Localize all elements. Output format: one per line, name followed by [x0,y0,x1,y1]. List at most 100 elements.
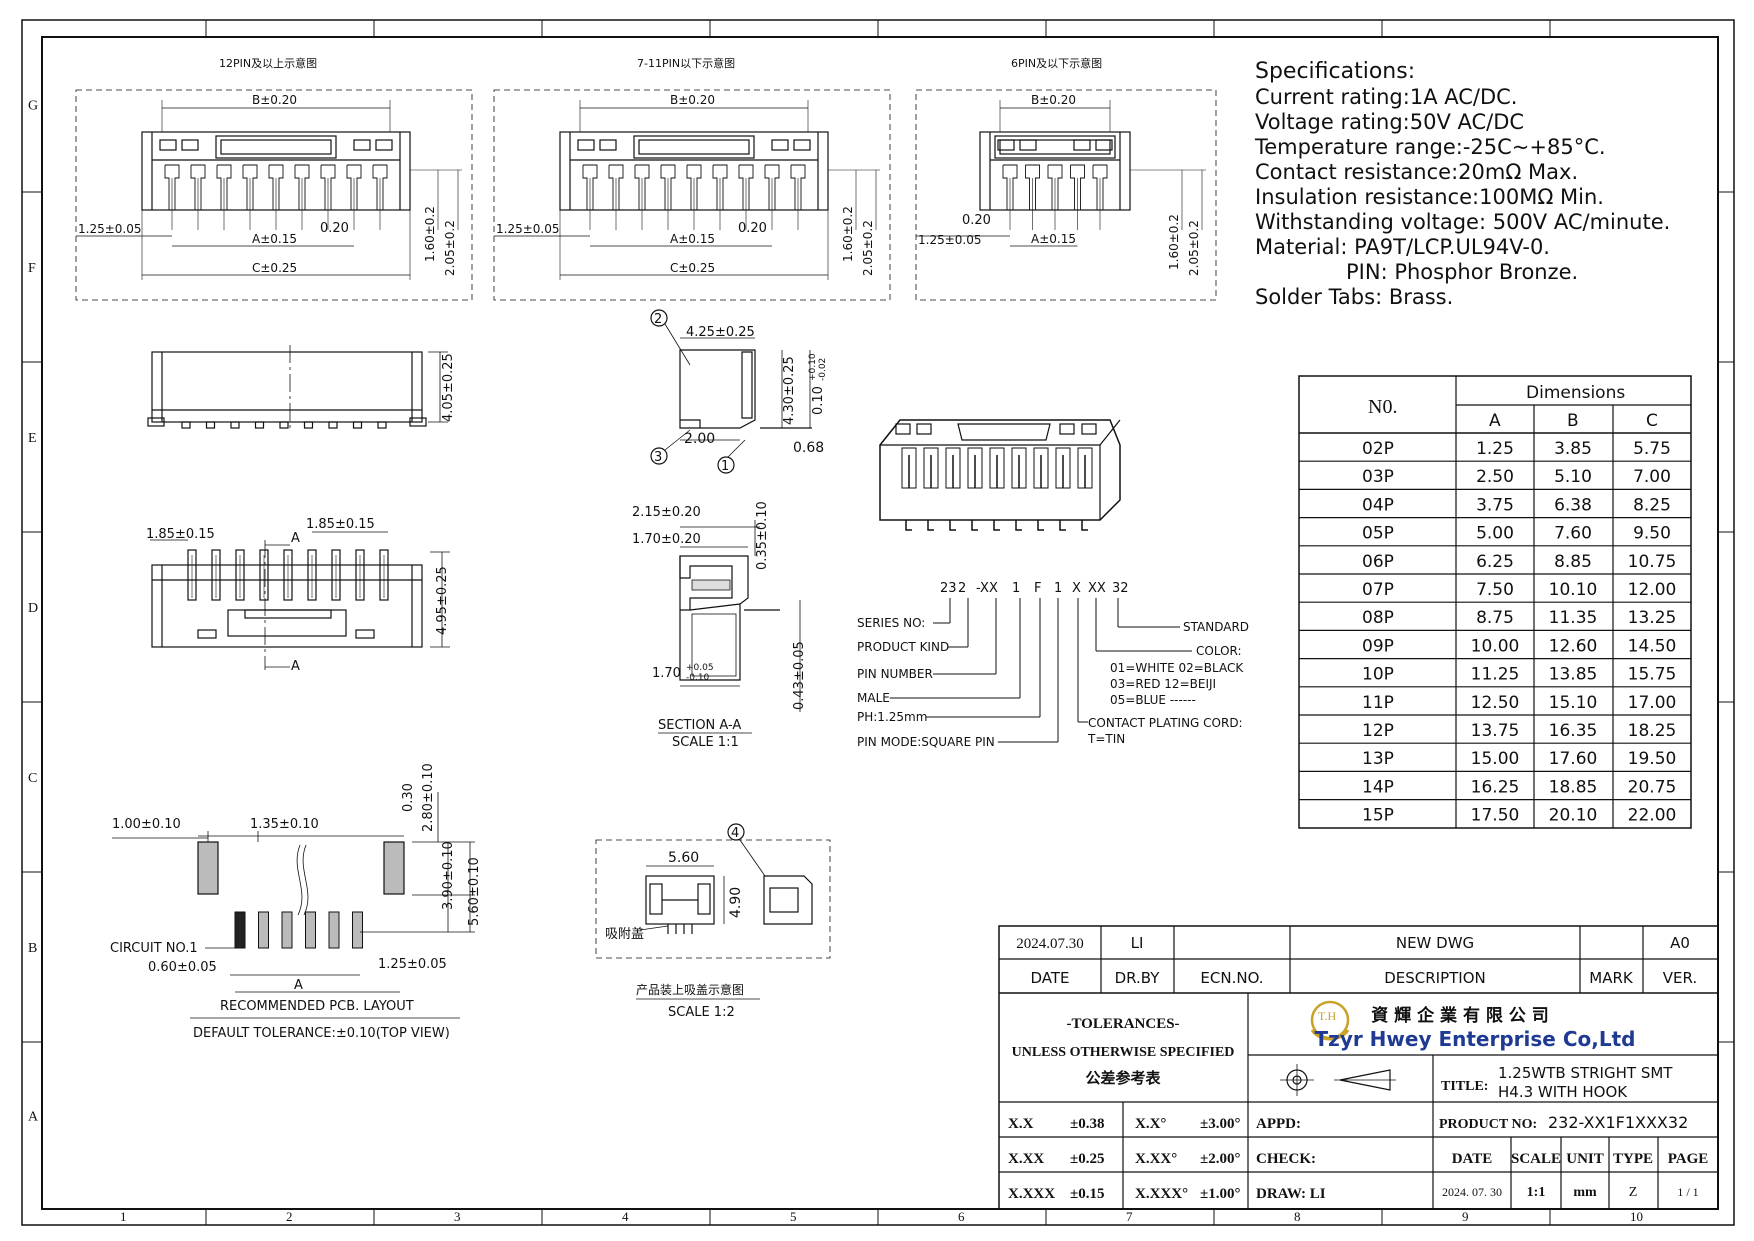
part-code-left-label: PIN MODE:SQUARE PIN [857,735,995,749]
part-code-segment: XX [1088,581,1106,596]
header-drawn-by: DR.BY [1115,969,1161,987]
table-cell: 19.50 [1628,749,1677,769]
top-view-b-dim: B±0.20 [670,93,715,107]
top-view-h2-dim: 2.05±0.2 [1187,220,1201,276]
frame-col-number: 1 [120,1209,127,1224]
header-version: VER. [1663,969,1697,987]
top-view-pin-width-dim: 0.20 [962,213,991,228]
tolerance-linear-format: X.XXX [1008,1186,1055,1202]
top-view-b-dim: B±0.20 [252,93,297,107]
spec-line: Withstanding voltage: 500V AC/minute. [1255,210,1670,234]
side-view: 4.05±0.25 [147,345,456,430]
pcb-d-v1: 0.30 [401,783,416,812]
block-scale-value: 1:1 [1527,1185,1546,1200]
part-code-right-label: COLOR: [1196,644,1242,658]
top-view-h1-dim: 1.60±0.2 [841,206,855,262]
title-label: TITLE: [1441,1079,1488,1094]
table-cell: 6.25 [1476,552,1514,572]
pcb-layout: 1.00±0.10 1.35±0.10 0.30 2.80±0.10 3.90±… [110,763,482,1041]
isometric-view [879,419,1121,531]
pcb-d-a: A [294,978,303,993]
bottom-pin-offset-left: 1.85±0.15 [146,527,215,542]
company-name-en: Tzyr Hwey Enterprise Co,Ltd [1315,1027,1636,1051]
table-cell: 02P [1362,439,1394,459]
part-code-right-label: T=TIN [1087,732,1125,746]
title-line-1: 1.25WTB STRIGHT SMT [1498,1064,1673,1082]
table-cell: 17.50 [1471,806,1520,826]
detail-callout-2: 2 [654,312,662,327]
pcb-d-b2: 1.25±0.05 [378,957,447,972]
table-cell: 22.00 [1628,806,1677,826]
detail-tol-plus: +0.10 [808,353,818,381]
table-cell: 10P [1362,665,1394,685]
table-cell: 17.00 [1628,693,1677,713]
product-no-label: PRODUCT NO: [1439,1117,1537,1132]
bottom-view: 1.85±0.15 1.85±0.15 A A 4.95±0.25 [146,517,450,674]
pcb-d-b1: 0.60±0.05 [148,960,217,975]
table-cell: 10.10 [1549,580,1598,600]
table-cell: 17.60 [1549,749,1598,769]
table-cell: 3.85 [1554,439,1592,459]
rev-by: LI [1131,934,1144,952]
spec-line: Solder Tabs: Brass. [1255,285,1453,309]
top-view-h2-dim: 2.05±0.2 [861,220,875,276]
table-cell: 15P [1362,806,1394,826]
approved-label: APPD: [1256,1116,1301,1132]
tolerances-title: -TOLERANCES- [1066,1016,1179,1032]
table-cell: 3.75 [1476,495,1514,515]
part-code-right-label: 05=BLUE ------ [1110,693,1196,707]
section-title: SECTION A-A [658,718,741,733]
detail-width3-dim: 0.68 [793,440,824,456]
part-code-segment: -XX [976,581,998,596]
table-cell: 04P [1362,495,1394,515]
part-code-left-label: PRODUCT KIND [857,640,949,654]
bottom-height-dim: 4.95±0.25 [435,566,450,635]
pcb-tolerance: DEFAULT TOLERANCE:±0.10(TOP VIEW) [193,1026,450,1041]
part-code-left-label: MALE [857,691,890,705]
spec-line: Insulation resistance:100MΩ Min. [1255,185,1604,209]
table-cell: 03P [1362,467,1394,487]
pickup-scale: SCALE 1:2 [668,1005,735,1020]
frame-col-number: 4 [622,1209,629,1224]
tolerance-angular-format: X.X° [1135,1116,1166,1132]
top-view-h2-dim: 2.05±0.2 [443,220,457,276]
section-d5: 0.43±0.05 [792,641,807,710]
section-d4-minus: -0.10 [686,673,710,683]
top-view-pin-width-dim: 0.20 [738,221,767,236]
section-scale: SCALE 1:1 [672,735,739,750]
product-no-value: 232-XX1F1XXX32 [1548,1113,1688,1132]
table-cell: 5.10 [1554,467,1592,487]
table-cell: 05P [1362,524,1394,544]
table-dimensions-header: Dimensions [1526,383,1625,403]
top-view-title: 12PIN及以上示意图 [219,56,317,70]
table-cell: 5.00 [1476,524,1514,544]
part-code-segment: 1 [1054,581,1062,596]
pcb-d-v4: 5.60±0.10 [467,857,482,926]
top-view-a-dim: A±0.15 [252,232,297,246]
section-marker-bottom: A [291,659,300,674]
spec-line: Contact resistance:20mΩ Max. [1255,160,1578,184]
top-view-h1-dim: 1.60±0.2 [423,206,437,262]
company-name-cn: 資 輝 企 業 有 限 公 司 [1371,1005,1548,1026]
table-cell: 8.75 [1476,608,1514,628]
top-view-pitch-dim: 1.25±0.05 [496,222,560,236]
tolerance-angular-format: X.XX° [1135,1151,1177,1167]
spec-line: Temperature range:-25C~+85°C. [1254,135,1606,159]
table-cell: 5.75 [1633,439,1671,459]
part-code-segment: F [1034,581,1041,596]
detail-view: 2 3 1 4.25±0.25 2.00 0.68 4.30±0.25 0.10… [650,309,828,474]
detail-width-dim: 4.25±0.25 [686,325,755,340]
part-code-right-label: 01=WHITE 02=BLACK [1110,661,1244,675]
pcb-d-top1: 1.00±0.10 [112,817,181,832]
table-cell: 12.60 [1549,636,1598,656]
part-code-segment: 2 [958,581,966,596]
detail-width2-dim: 2.00 [684,431,715,447]
part-code-left-label: PIN NUMBER [857,667,933,681]
table-cell: 06P [1362,552,1394,572]
table-cell: 15.10 [1549,693,1598,713]
